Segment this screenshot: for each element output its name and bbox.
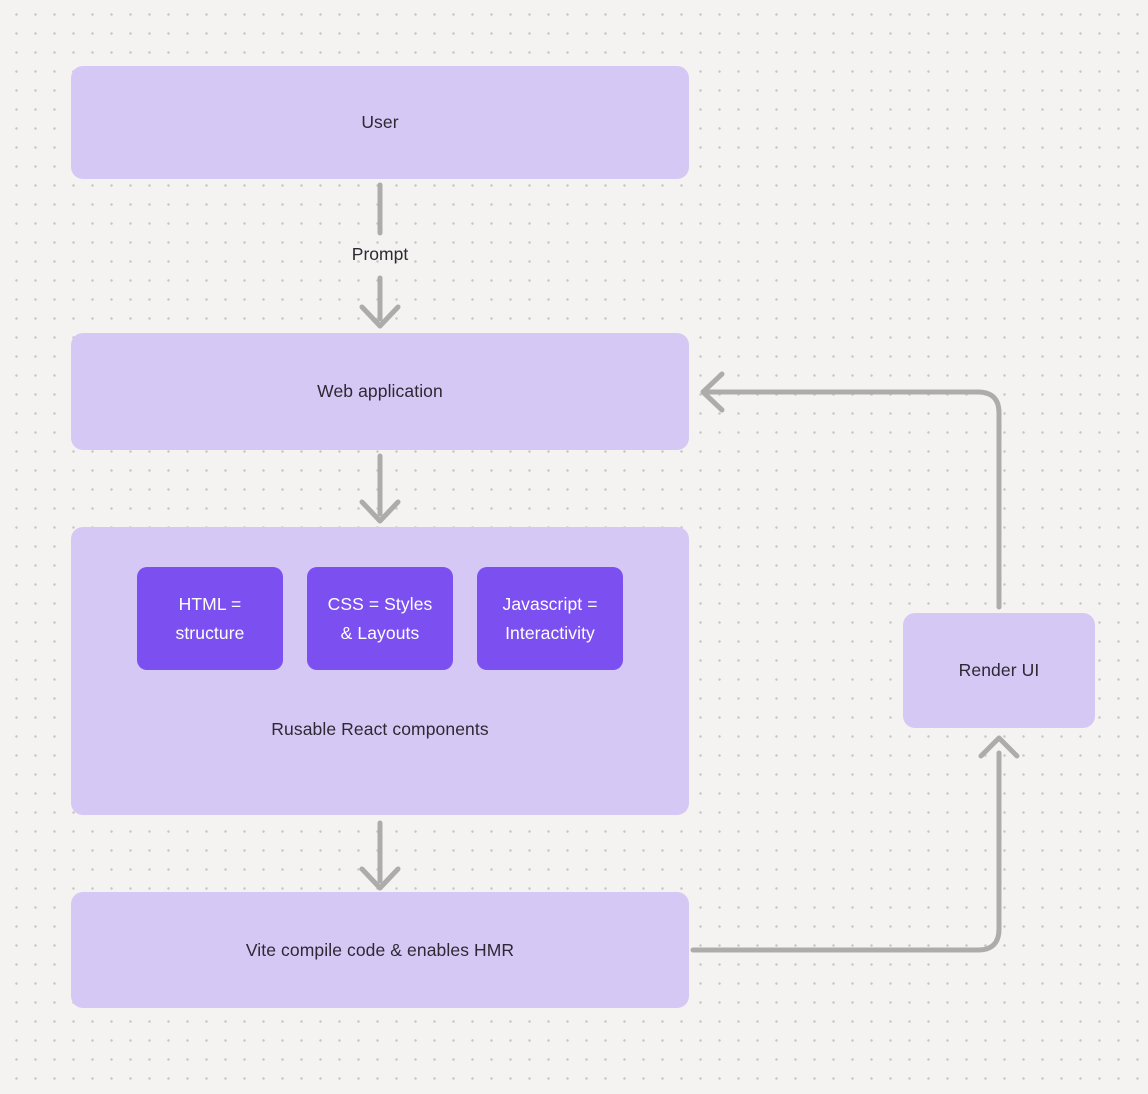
node-javascript-label-line2: Interactivity (505, 622, 595, 643)
react-components-caption: Rusable React components (271, 719, 489, 739)
node-web-application-label: Web application (317, 381, 443, 401)
node-css-label-line2: & Layouts (340, 622, 420, 643)
node-react-components-group[interactable]: HTML = structure CSS = Styles & Layouts … (71, 527, 689, 815)
node-javascript-label-line1: Javascript = (502, 593, 598, 614)
node-vite[interactable]: Vite compile code & enables HMR (71, 892, 689, 1008)
node-user[interactable]: User (71, 66, 689, 179)
node-html[interactable]: HTML = structure (137, 567, 283, 670)
node-render-ui-label: Render UI (958, 660, 1040, 680)
node-css[interactable]: CSS = Styles & Layouts (307, 567, 453, 670)
edge-renderui-to-webapp-line (701, 389, 1002, 610)
edge-vite-to-renderui-arrowhead-icon (978, 735, 1020, 759)
node-web-application[interactable]: Web application (71, 333, 689, 450)
edge-vite-to-renderui-line (690, 750, 1002, 953)
edge-label-prompt: Prompt (351, 244, 409, 264)
node-vite-label: Vite compile code & enables HMR (245, 939, 515, 960)
node-css-label-line1: CSS = Styles (327, 593, 433, 614)
node-render-ui[interactable]: Render UI (903, 613, 1095, 728)
edge-components-to-vite-arrowhead-icon (359, 866, 401, 891)
node-html-label-line1: HTML = (178, 593, 242, 614)
edge-prompt-to-webapp-arrowhead-icon (359, 304, 401, 329)
edge-renderui-to-webapp-arrowhead-icon (700, 371, 725, 413)
node-user-label: User (361, 112, 399, 132)
node-javascript[interactable]: Javascript = Interactivity (477, 567, 623, 670)
node-html-label-line2: structure (175, 622, 245, 643)
edge-webapp-to-components-arrowhead-icon (359, 499, 401, 524)
